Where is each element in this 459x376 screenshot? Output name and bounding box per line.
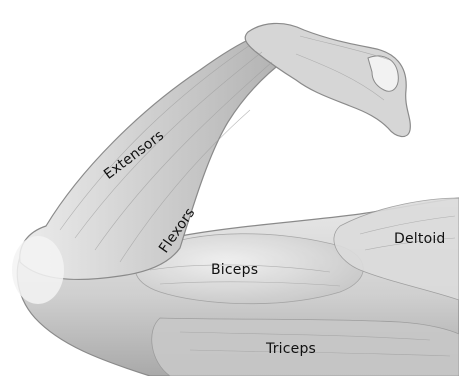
deltoid-label: Deltoid [394, 231, 446, 247]
triceps-label: Triceps [266, 341, 316, 357]
biceps-label: Biceps [211, 262, 258, 278]
elbow-highlight [12, 236, 64, 304]
